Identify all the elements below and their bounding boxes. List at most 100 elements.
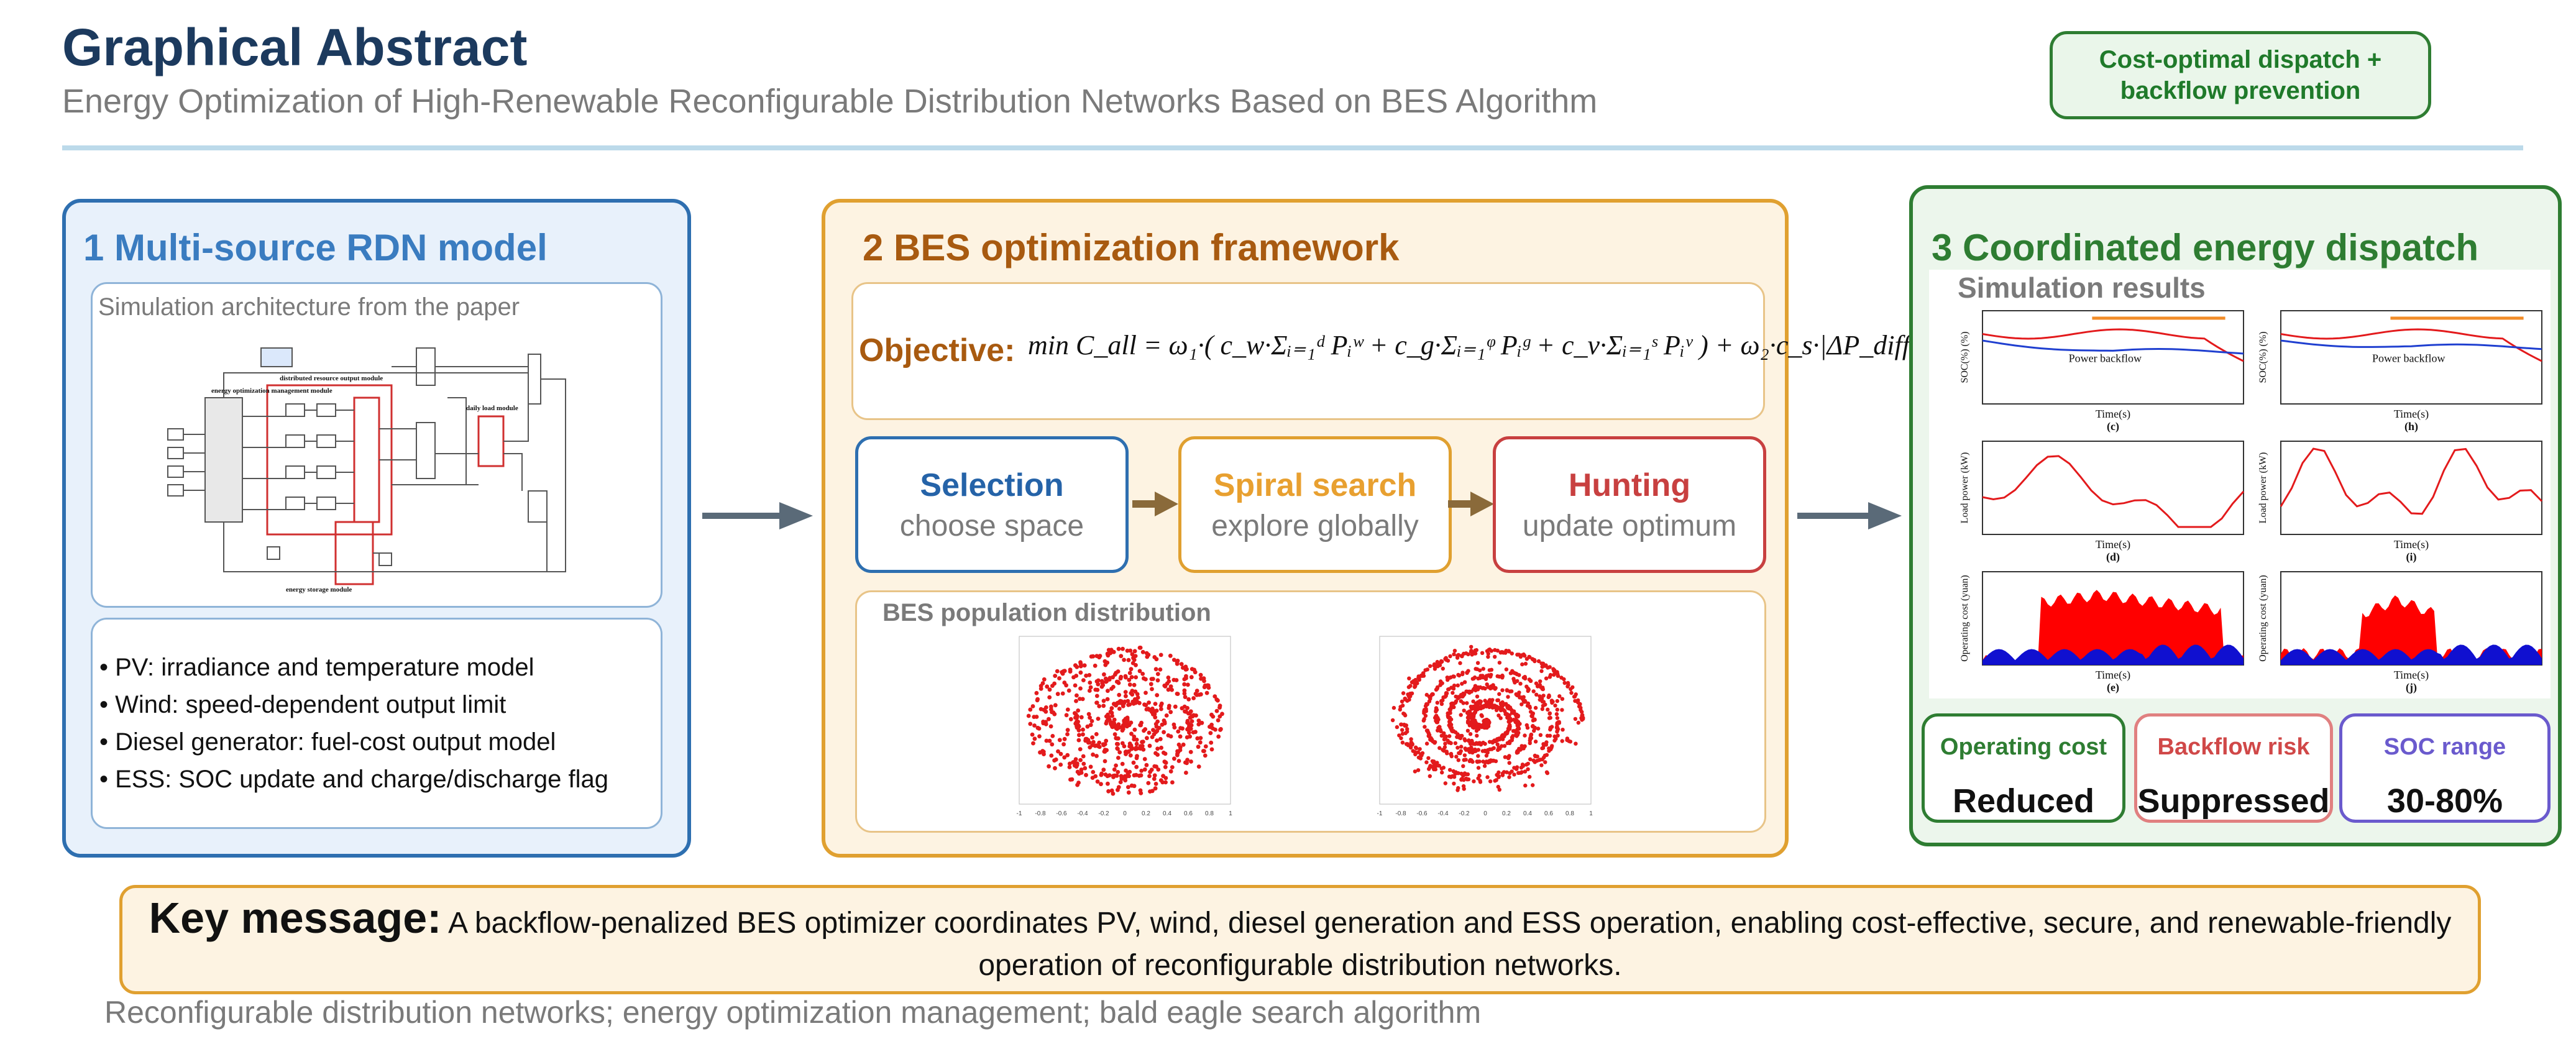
population-point [1464,689,1469,694]
sim-series-line [1982,339,2244,355]
population-point [1485,775,1490,779]
population-point [1554,712,1559,717]
population-point [1126,790,1131,795]
population-point [1434,764,1439,768]
sim-series-line [2280,328,2542,362]
population-point [1565,684,1570,689]
population-point [1454,754,1459,759]
population-point [1439,659,1444,664]
population-point [1191,696,1196,700]
population-point [1062,755,1067,760]
population-point [1144,762,1149,767]
population-point [1167,705,1171,710]
population-point [1421,671,1426,675]
population-point [1541,742,1546,746]
population-point [1493,654,1497,659]
population-point [1506,755,1511,759]
population-point [1470,714,1475,719]
population-point [1067,765,1072,769]
population-point [1528,741,1532,745]
population-point [1480,651,1485,655]
population-point [1184,771,1188,775]
population-point [1401,691,1406,695]
population-point [1470,738,1474,743]
population-point [1119,654,1124,659]
population-point [1452,705,1456,710]
population-point [1538,697,1542,702]
stage-spiral-sub: explore globally [1211,509,1419,543]
scatter-tick-label: 0.6 [1544,810,1553,817]
population-point [1093,663,1098,668]
population-point [1540,707,1544,712]
population-point [1151,712,1155,717]
daily-load-label: daily load module [466,405,518,412]
population-point [1484,753,1489,758]
population-point [1481,667,1485,671]
scatter-tick-label: -1 [1017,810,1022,817]
population-point [1183,695,1188,699]
population-point [1462,737,1467,741]
population-point [1430,692,1434,697]
population-point [1541,746,1546,750]
population-point [1091,752,1095,757]
population-point [1129,720,1134,725]
population-point [1062,669,1067,673]
population-point [1407,697,1411,702]
population-point [1528,679,1533,683]
population-point [1042,752,1046,756]
population-point [1475,667,1480,671]
population-point [1483,725,1488,730]
population-point [1155,672,1160,676]
population-point [1400,728,1405,732]
population-point [1162,730,1166,735]
population-point [1505,689,1510,693]
population-point [1044,738,1049,743]
population-point [1495,737,1500,741]
bullet-ess: • ESS: SOC update and charge/discharge f… [99,766,608,793]
population-point [1458,661,1462,666]
population-point [1087,689,1092,693]
population-point [1397,733,1401,738]
population-point [1187,730,1191,735]
population-point [1127,677,1132,682]
population-point [1047,738,1052,743]
population-point [1535,684,1540,689]
population-point [1403,697,1408,701]
population-point [1555,724,1559,729]
sim-xlabel: Time(s) [2096,408,2130,421]
population-point [1101,743,1106,748]
population-point [1061,742,1066,747]
population-point [1478,741,1482,745]
population-point [1097,740,1102,745]
key-message-heading: Key message: [149,894,442,942]
population-point [1451,674,1455,679]
population-point [1073,683,1078,688]
population-point [1416,768,1421,772]
population-point [1428,738,1432,742]
population-point [1158,667,1163,672]
population-point [1030,704,1035,708]
sim-annotation: Power backflow [2372,352,2445,365]
population-point [1460,672,1465,677]
population-point [1398,705,1403,709]
population-point [1533,725,1537,730]
population-point [1081,754,1086,759]
population-point [1079,767,1084,772]
sim-plot-id: (e) [2107,681,2119,694]
population-point [1451,690,1455,695]
population-point [1567,739,1571,743]
population-point [1520,662,1524,667]
population-point [1473,684,1478,688]
population-point [1037,734,1042,739]
population-point [1497,692,1501,697]
population-point [1428,764,1432,768]
population-point [1138,723,1142,728]
population-point [1106,716,1111,721]
population-point [1132,682,1137,687]
population-point [1075,782,1079,787]
population-point [1182,688,1187,693]
population-point [1545,733,1550,738]
population-point [1104,721,1109,726]
population-point [1435,687,1439,691]
population-point [1465,701,1469,705]
